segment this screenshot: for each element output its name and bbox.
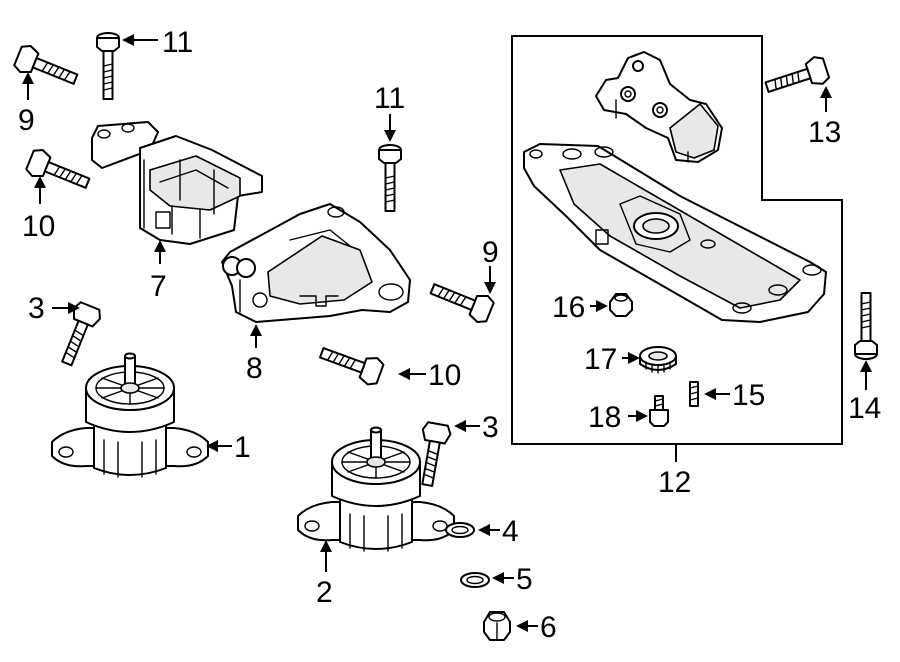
callout-labels: 11 9 10 7 11 9 8 3 10 1 3 2 4 5 6 12 13 …: [18, 26, 881, 644]
callout-18: 18: [588, 401, 621, 434]
callout-16: 16: [552, 291, 585, 324]
callout-3-left: 3: [28, 292, 45, 325]
part-7-bracket: [91, 121, 263, 245]
callout-2: 2: [316, 576, 333, 609]
callout-9-right: 9: [482, 236, 499, 269]
part-16-nut: [609, 293, 633, 317]
part-9-bolt-left: [11, 42, 82, 94]
callout-3-right: 3: [482, 411, 499, 444]
part-17-bushing: [639, 346, 677, 374]
part-6-nut: [483, 611, 511, 641]
callout-12: 12: [658, 466, 691, 499]
part-18-bolt: [649, 395, 669, 427]
callout-5: 5: [516, 563, 533, 596]
part-10-bolt-middle: [315, 338, 386, 389]
part-1-engine-mount: [51, 352, 209, 478]
callout-7: 7: [150, 270, 167, 303]
part-12-transmission-mount: [595, 51, 723, 163]
part-13-bolt: [761, 53, 832, 102]
callout-10-left: 10: [22, 210, 55, 243]
part-10-bolt-left: [23, 146, 94, 198]
part-14-bolt: [854, 292, 878, 360]
part-5-washer: [460, 572, 490, 588]
group-12-box: [511, 35, 843, 445]
part-4-washer: [445, 522, 475, 538]
leaders: [22, 34, 872, 632]
callout-1: 1: [234, 431, 251, 464]
part-11-bolt-middle: [378, 144, 402, 212]
callout-4: 4: [502, 515, 519, 548]
callout-15: 15: [732, 379, 765, 412]
callout-11-middle: 11: [374, 82, 405, 115]
callout-10-middle: 10: [428, 359, 461, 392]
callout-17: 17: [584, 343, 617, 376]
part-11-bolt-top: [96, 32, 120, 100]
callout-6: 6: [540, 611, 557, 644]
part-12-crossmember: [523, 143, 827, 323]
callout-8: 8: [246, 352, 263, 385]
callout-13: 13: [808, 116, 841, 149]
part-3-bolt-left: [52, 299, 104, 370]
part-15-stud: [689, 381, 699, 407]
callout-11-top: 11: [162, 26, 193, 59]
part-8-bracket: [221, 203, 411, 323]
callout-14: 14: [848, 392, 881, 425]
callout-9-left: 9: [18, 104, 35, 137]
